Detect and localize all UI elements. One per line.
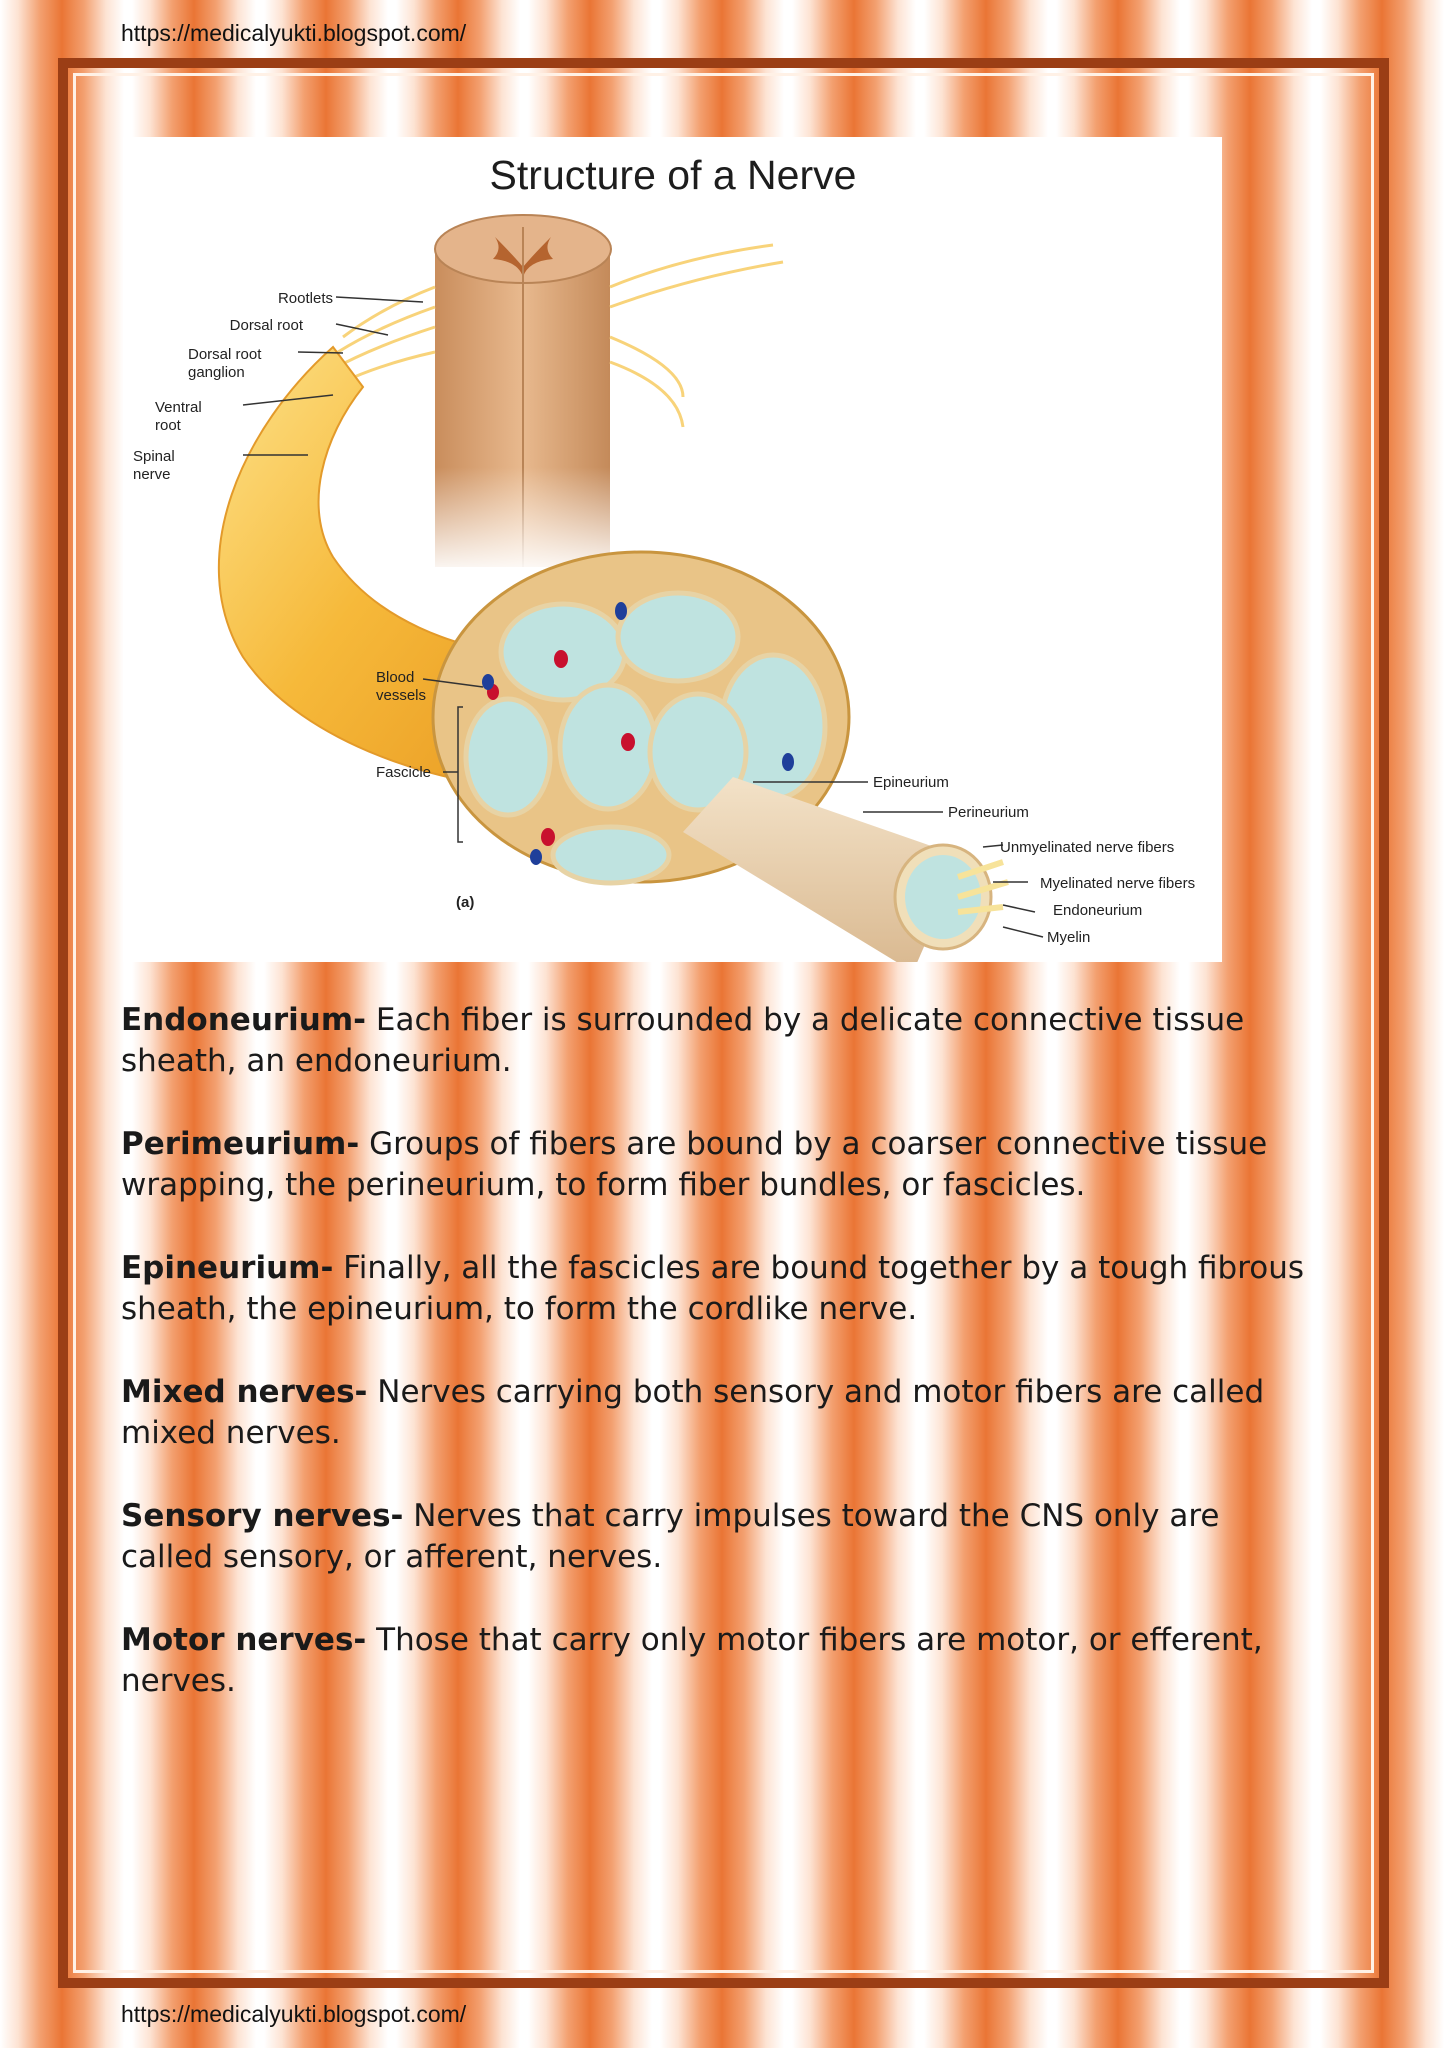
term-sensory-nerves: Sensory nerves- — [121, 1498, 404, 1534]
nerve-structure-figure: Structure of a Nerve — [123, 137, 1222, 962]
term-epineurium: Epineurium- — [121, 1250, 334, 1286]
label-spinal-nerve-2: nerve — [133, 466, 171, 483]
label-fascicle: Fascicle — [376, 764, 431, 781]
label-blood-vessels-2: vessels — [376, 687, 426, 704]
definition-perineurium: Perimeurium- Groups of fibers are bound … — [121, 1124, 1321, 1206]
definitions-list: Endoneurium- Each fiber is surrounded by… — [121, 1000, 1321, 1744]
definition-text: Each fiber is surrounded by a delicate c… — [121, 1002, 1245, 1079]
label-unmyelinated-fibers: Unmyelinated nerve fibers — [1000, 839, 1174, 856]
fascicle-tube — [683, 777, 1009, 962]
label-panel-a: (a) — [456, 894, 474, 911]
label-rootlets: Rootlets — [278, 290, 333, 307]
nerve-illustration: Structure of a Nerve — [133, 152, 1195, 962]
label-blood-vessels-1: Blood — [376, 669, 414, 686]
label-dorsal-root-ganglion-1: Dorsal root — [188, 346, 262, 363]
definition-text: Nerves carrying both sensory and motor f… — [121, 1374, 1265, 1451]
label-dorsal-root-ganglion-2: ganglion — [188, 364, 245, 381]
definition-text: Finally, all the fascicles are bound tog… — [121, 1250, 1305, 1327]
definition-text: Those that carry only motor fibers are m… — [121, 1622, 1263, 1699]
term-perineurium: Perimeurium- — [121, 1126, 360, 1162]
label-spinal-nerve-1: Spinal — [133, 448, 175, 465]
label-epineurium: Epineurium — [873, 774, 949, 791]
definition-epineurium: Epineurium- Finally, all the fascicles a… — [121, 1248, 1321, 1330]
page-border-inner — [73, 73, 1374, 1973]
label-ventral-root-2: root — [155, 417, 182, 434]
term-mixed-nerves: Mixed nerves- — [121, 1374, 368, 1410]
term-motor-nerves: Motor nerves- — [121, 1622, 367, 1658]
definition-endoneurium: Endoneurium- Each fiber is surrounded by… — [121, 1000, 1321, 1082]
page-border-frame — [58, 58, 1389, 1988]
definition-text: Groups of fibers are bound by a coarser … — [121, 1126, 1268, 1203]
leader-lines — [242, 296, 1044, 938]
definition-mixed-nerves: Mixed nerves- Nerves carrying both senso… — [121, 1372, 1321, 1454]
footer-url[interactable]: https://medicalyukti.blogspot.com/ — [121, 2001, 467, 2027]
definition-motor-nerves: Motor nerves- Those that carry only moto… — [121, 1620, 1321, 1702]
term-endoneurium: Endoneurium- — [121, 1002, 367, 1038]
label-perineurium: Perineurium — [948, 804, 1029, 821]
definition-text: Nerves that carry impulses toward the CN… — [121, 1498, 1220, 1575]
label-myelin: Myelin — [1047, 929, 1090, 946]
header-url[interactable]: https://medicalyukti.blogspot.com/ — [121, 20, 467, 46]
spinal-cord-segment — [423, 214, 623, 577]
label-ventral-root-1: Ventral — [155, 399, 202, 416]
label-endoneurium: Endoneurium — [1053, 902, 1142, 919]
label-dorsal-root: Dorsal root — [230, 317, 304, 334]
label-myelinated-fibers: Myelinated nerve fibers — [1040, 875, 1195, 892]
figure-title: Structure of a Nerve — [490, 152, 857, 198]
definition-sensory-nerves: Sensory nerves- Nerves that carry impuls… — [121, 1496, 1321, 1578]
